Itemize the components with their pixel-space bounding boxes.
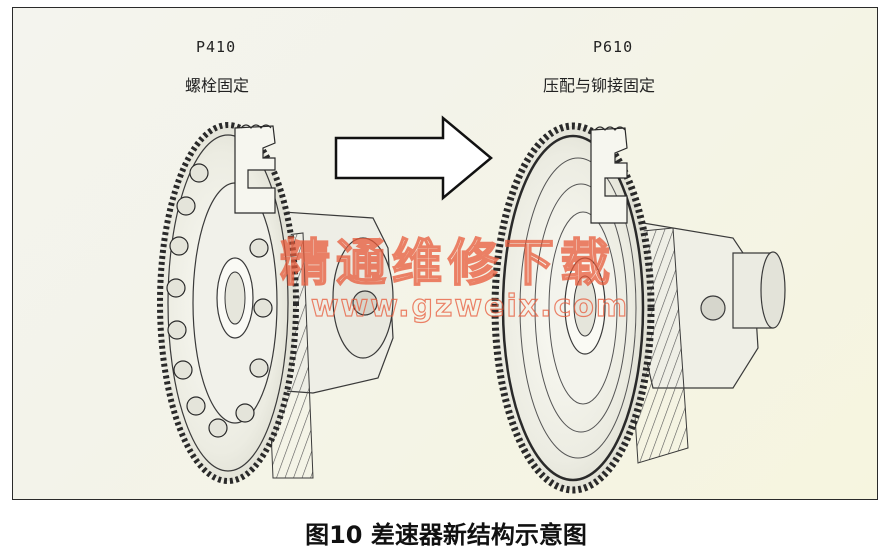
bolt [186, 396, 206, 416]
right-web-ring-2 [534, 183, 628, 433]
right-cutaway-section [590, 127, 628, 224]
bolt [235, 403, 255, 423]
right-tooth-profile [594, 126, 626, 131]
bolt [173, 360, 193, 380]
right-method-label: 压配与铆接固定 [543, 76, 656, 95]
figure-caption: 图10 差速器新结构示意图 [305, 521, 587, 549]
right-bore-inner [573, 275, 597, 337]
diagram-svg [157, 115, 786, 494]
right-pinion-pin [700, 295, 726, 321]
bolt [249, 238, 269, 258]
left-cutaway-section [234, 125, 276, 214]
left-bolts [166, 163, 273, 438]
left-pinion-pin [352, 290, 378, 316]
right-differential [491, 122, 786, 494]
left-ring-gear-rim [167, 134, 289, 472]
left-bore-inner [224, 271, 246, 325]
bolt [249, 358, 269, 378]
bolt [189, 163, 209, 183]
bolt [208, 418, 228, 438]
left-method-label: 螺栓固定 [185, 76, 250, 95]
right-web-ring-1 [519, 157, 637, 459]
bolt [167, 320, 187, 340]
left-differential [157, 122, 394, 484]
figure-frame: P410 螺栓固定 P610 压配与铆接固定 [12, 7, 878, 500]
bolt [169, 236, 189, 256]
bolt [166, 278, 186, 298]
right-shaft-end [760, 251, 786, 329]
bolt [253, 298, 273, 318]
transition-arrow [334, 115, 493, 201]
right-ring-gear-rim [501, 134, 645, 482]
left-model-label: P410 [196, 38, 237, 56]
arrow-right-icon [334, 115, 493, 201]
bolt [176, 196, 196, 216]
left-tooth-profile [240, 124, 272, 129]
right-model-label: P610 [593, 38, 634, 56]
